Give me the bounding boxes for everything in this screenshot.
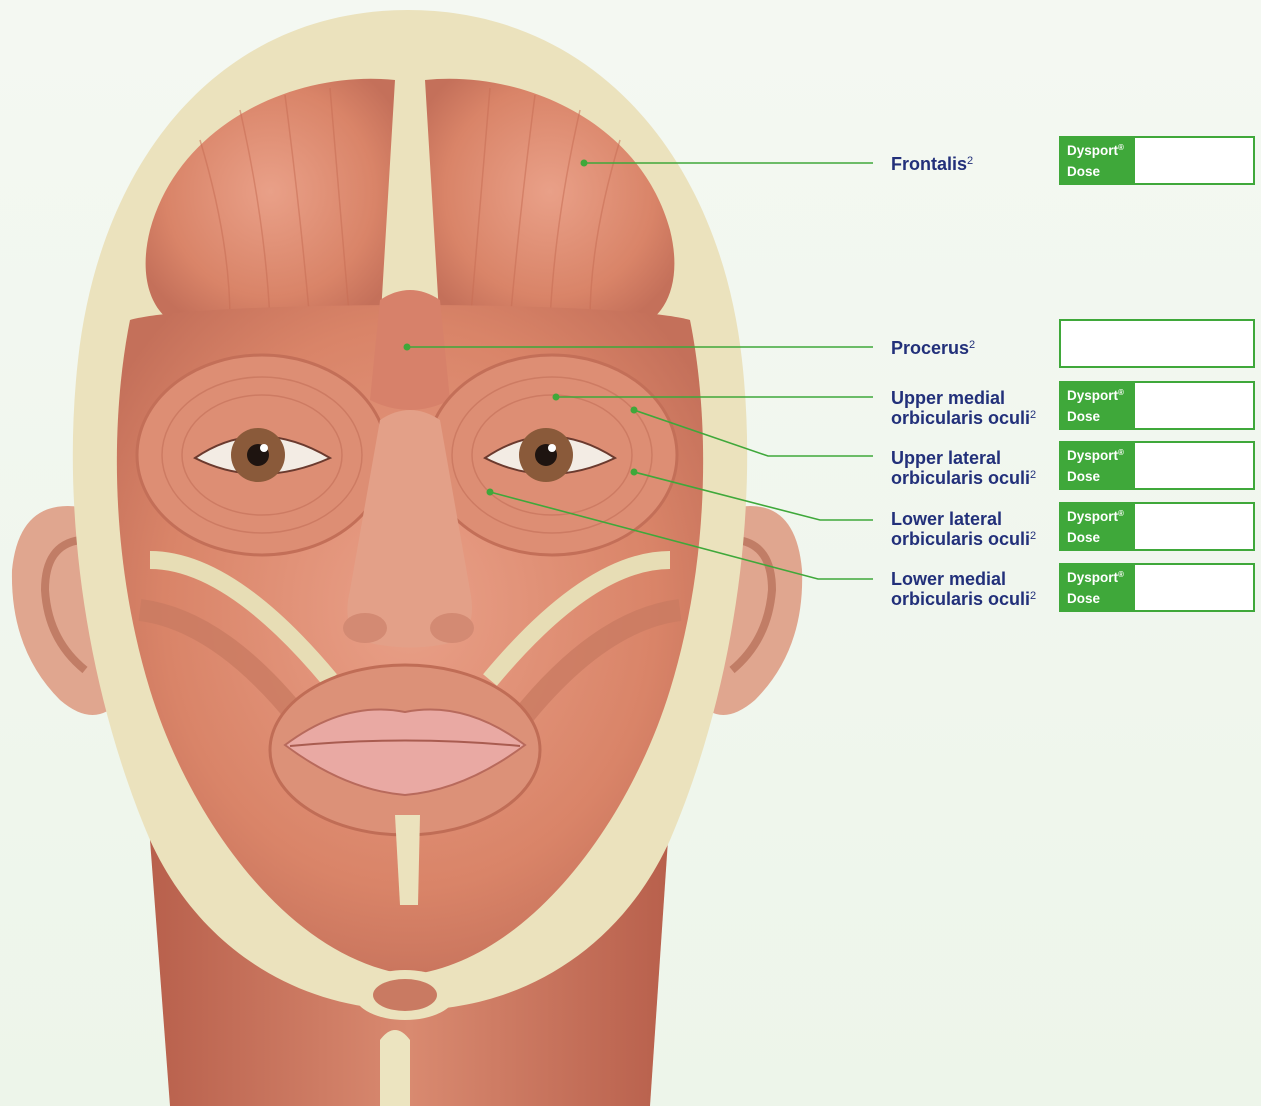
dose-input-upper-medial[interactable] <box>1137 385 1251 426</box>
label-upper-lateral-ref: 2 <box>1030 469 1036 481</box>
label-upper-lateral-line2: orbicularis oculi <box>891 468 1030 488</box>
dose-input-frontalis[interactable] <box>1137 140 1251 181</box>
dose-input-upper-lateral[interactable] <box>1137 445 1251 486</box>
label-procerus-ref: 2 <box>969 339 975 351</box>
dose-box-upper-medial: Dysport® Dose <box>1059 381 1255 430</box>
dose-box-lower-medial: Dysport® Dose <box>1059 563 1255 612</box>
dose-tag-upper-medial: Dysport® Dose <box>1061 383 1135 428</box>
label-frontalis-ref: 2 <box>967 155 973 167</box>
procerus <box>370 290 450 410</box>
label-lower-lateral: Lower lateral orbicularis oculi2 <box>891 509 1036 549</box>
registered-mark: ® <box>1118 143 1124 152</box>
dose-tag-word: Dose <box>1067 409 1100 424</box>
label-frontalis: Frontalis2 <box>891 154 973 174</box>
label-procerus-name: Procerus <box>891 338 969 358</box>
dose-tag-lower-lateral: Dysport® Dose <box>1061 504 1135 549</box>
dose-tag-brand: Dysport <box>1067 448 1118 463</box>
label-upper-lateral: Upper lateral orbicularis oculi2 <box>891 448 1036 488</box>
label-lower-lateral-line1: Lower lateral <box>891 509 1036 529</box>
dose-tag-upper-lateral: Dysport® Dose <box>1061 443 1135 488</box>
dose-input-lower-lateral[interactable] <box>1137 506 1251 547</box>
label-upper-lateral-line1: Upper lateral <box>891 448 1036 468</box>
dose-box-frontalis: Dysport® Dose <box>1059 136 1255 185</box>
dose-tag-brand: Dysport <box>1067 143 1118 158</box>
dose-tag-word: Dose <box>1067 469 1100 484</box>
label-upper-medial-ref: 2 <box>1030 409 1036 421</box>
dose-input-procerus[interactable] <box>1065 323 1251 364</box>
label-lower-lateral-ref: 2 <box>1030 530 1036 542</box>
registered-mark: ® <box>1118 570 1124 579</box>
dose-box-upper-lateral: Dysport® Dose <box>1059 441 1255 490</box>
label-frontalis-name: Frontalis <box>891 154 967 174</box>
dose-tag-brand: Dysport <box>1067 570 1118 585</box>
dose-input-lower-medial[interactable] <box>1137 567 1251 608</box>
label-lower-medial-ref: 2 <box>1030 590 1036 602</box>
label-lower-medial: Lower medial orbicularis oculi2 <box>891 569 1036 609</box>
label-procerus: Procerus2 <box>891 338 975 358</box>
label-lower-medial-line1: Lower medial <box>891 569 1036 589</box>
registered-mark: ® <box>1118 448 1124 457</box>
registered-mark: ® <box>1118 509 1124 518</box>
dose-tag-brand: Dysport <box>1067 388 1118 403</box>
dose-tag-word: Dose <box>1067 591 1100 606</box>
dose-box-procerus <box>1059 319 1255 368</box>
dose-tag-word: Dose <box>1067 164 1100 179</box>
dose-tag-lower-medial: Dysport® Dose <box>1061 565 1135 610</box>
dose-tag-word: Dose <box>1067 530 1100 545</box>
label-lower-lateral-line2: orbicularis oculi <box>891 529 1030 549</box>
label-lower-medial-line2: orbicularis oculi <box>891 589 1030 609</box>
registered-mark: ® <box>1118 388 1124 397</box>
dose-tag-brand: Dysport <box>1067 509 1118 524</box>
label-upper-medial-line1: Upper medial <box>891 388 1036 408</box>
label-upper-medial: Upper medial orbicularis oculi2 <box>891 388 1036 428</box>
dose-box-lower-lateral: Dysport® Dose <box>1059 502 1255 551</box>
dose-tag-frontalis: Dysport® Dose <box>1061 138 1135 183</box>
label-upper-medial-line2: orbicularis oculi <box>891 408 1030 428</box>
